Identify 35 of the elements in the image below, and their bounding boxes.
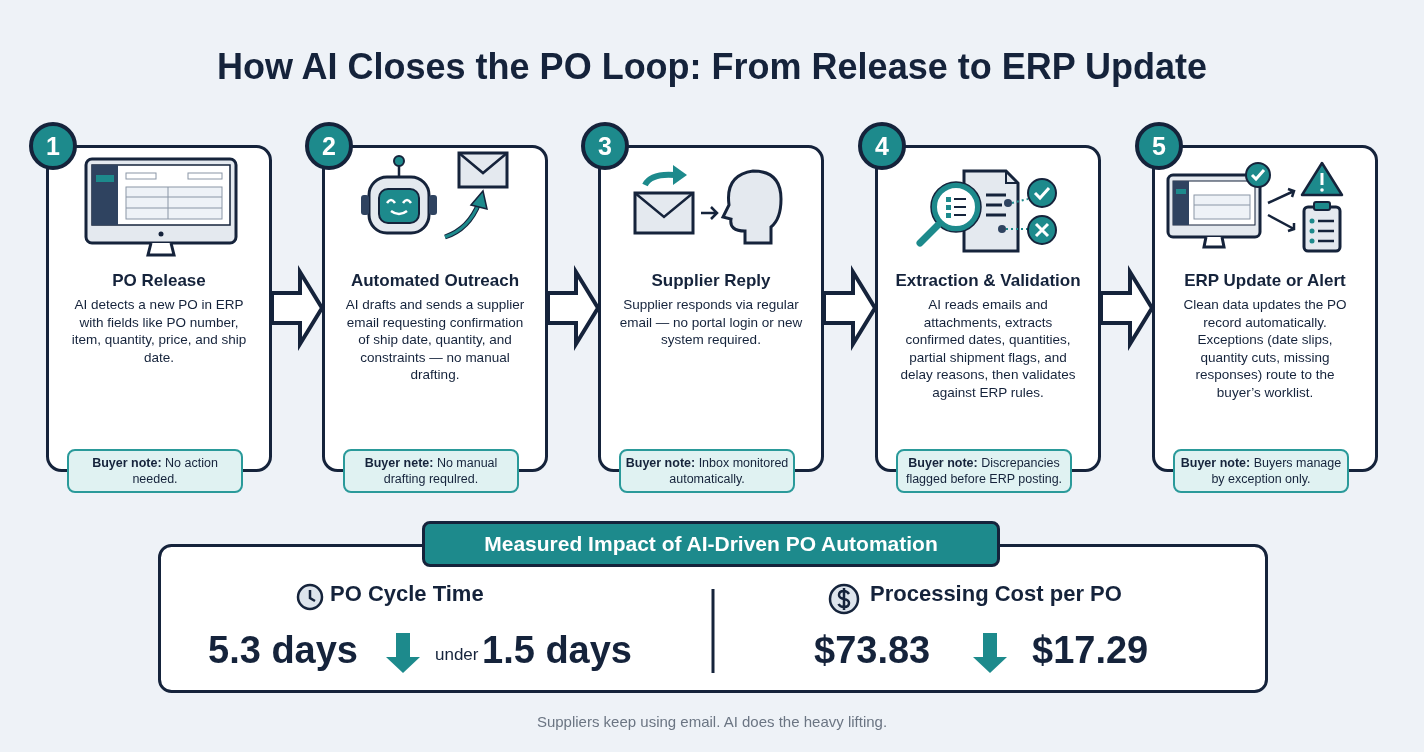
block-arrow [1099,264,1155,352]
block-arrow [822,264,878,352]
block-arrow [270,264,325,352]
buyer-note: Buyer note: Inbox monitored automatically. [619,449,795,493]
title: How AI Closes the PO Loop: From Release to ERP Update [215,46,1209,88]
buyer-note: Buyer note: No action needed. [67,449,243,493]
metric-title: PO Cycle Time [330,581,484,607]
metric-value: $73.83 [814,629,931,672]
metric-title: Processing Cost per PO [870,581,1122,607]
step-title: Supplier Reply [650,271,772,291]
step-description: Clean data updates the PO record automatically. Exceptions (date slips, quantity cuts, missing responses) route to the buyer’s worklist. [1182,296,1348,402]
step-title: PO Release [111,271,207,291]
step-number: 1 [29,122,77,170]
step-description: Supplier responds via regular email — no portal login or new system required. [618,296,804,349]
step-description: AI drafts and sends a supplier email requesting confirmation of ship date, quantity, and constraints — no manual drafting. [344,296,526,384]
step-number: 2 [305,122,353,170]
step-number: 3 [581,122,629,170]
buyer-note: Buyer note: Buyers manage by exception only. [1173,449,1349,493]
impact-panel [158,521,1268,693]
metric-qualifier: under [435,645,479,665]
buyer-note: Buyer note: Discrepancies flagged before ERP posting. [896,449,1072,493]
step-title: Automated Outreach [349,271,521,291]
step-description: AI detects a new PO in ERP with fields like PO number, item, quantity, price, and ship date. [70,296,248,367]
metric-value: 1.5 days [482,629,632,672]
metric-value: 5.3 days [208,629,358,672]
buyer-note: Buyer nete: No manual drafting requlred. [343,449,519,493]
step-title: Extraction & Validation [894,271,1082,291]
panel-heading: Measured Impact of AI-Driven PO Automation [422,521,1000,567]
step-description: AI reads emails and attachments, extracts confirmed dates, quantities, partial shipment flags, and delay reasons, then validates against ERP rules. [899,296,1077,402]
metric-value: $17.29 [1032,629,1149,672]
step-number: 5 [1135,122,1183,170]
block-arrow [546,264,601,352]
step-number: 4 [858,122,906,170]
step-title: ERP Update or Alert [1183,271,1347,291]
caption: Suppliers keep using email. AI does the heavy lifting. [535,713,889,730]
